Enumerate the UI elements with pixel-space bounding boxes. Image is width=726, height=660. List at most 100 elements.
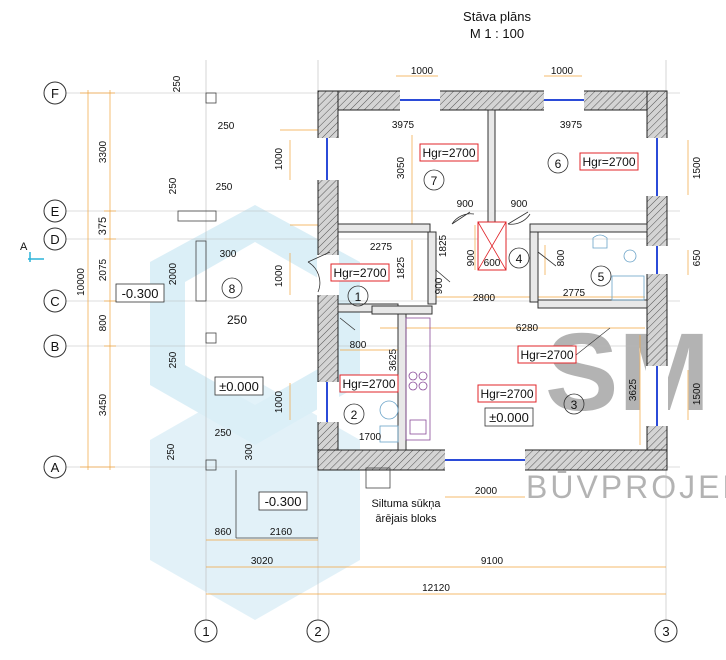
- dim-ext-250-g: 250: [166, 443, 177, 460]
- heat-pump-line1: Siltuma sūkņa: [371, 498, 441, 510]
- kitchen-fixtures: [405, 317, 431, 441]
- dim-ext-250-b: 250: [218, 121, 235, 132]
- dim-door-900-c: 900: [466, 249, 477, 266]
- dim-3020: 3020: [251, 556, 274, 567]
- dim-room6-width: 3975: [560, 120, 583, 131]
- dim-hall-800: 800: [350, 340, 367, 351]
- room-number-6: 6: [555, 157, 562, 171]
- axis-label-f: F: [51, 86, 59, 101]
- terrace-outline: [177, 92, 391, 539]
- axis-c: C: [43, 289, 67, 313]
- dim-2775: 2775: [563, 288, 586, 299]
- level-outside-left: -0.300: [122, 286, 159, 301]
- dimension-lines: [80, 75, 689, 595]
- dim-ext-250-e: 250: [227, 313, 247, 327]
- height-room-3: Hgr=2700: [480, 387, 533, 401]
- room-number-5: 5: [598, 270, 605, 284]
- dim-2160: 2160: [270, 527, 293, 538]
- axis-label-2: 2: [314, 624, 321, 639]
- dim-650: 650: [692, 249, 703, 266]
- axis-1: 1: [194, 619, 218, 643]
- room-number-2: 2: [351, 408, 358, 422]
- axis-2: 2: [306, 619, 330, 643]
- dim-hall-1000: 1000: [274, 264, 285, 287]
- level-room-8: ±0.000: [219, 379, 259, 394]
- dim-ext-250-h: 250: [215, 428, 232, 439]
- dim-room7-window: 1000: [274, 147, 285, 170]
- dim-3625-a: 3625: [388, 348, 399, 371]
- plan-scale: M 1 : 100: [470, 26, 524, 41]
- dim-left-2075: 2075: [98, 258, 109, 281]
- axis-label-b: B: [51, 339, 60, 354]
- dim-1825-b: 1825: [438, 234, 449, 257]
- axis-a: A: [43, 455, 67, 479]
- height-room-1: Hgr=2700: [333, 266, 386, 280]
- dim-room7-height: 3050: [396, 156, 407, 179]
- watermark-letters: SM: [545, 311, 710, 434]
- dim-2275: 2275: [370, 242, 393, 253]
- windows: [317, 90, 668, 471]
- dim-room7-width: 3975: [392, 120, 415, 131]
- axis-label-3: 3: [662, 624, 669, 639]
- axis-label-c: C: [50, 294, 59, 309]
- dim-ext-250-c: 250: [168, 177, 179, 194]
- doors: [307, 211, 557, 331]
- dim-left-800: 800: [98, 314, 109, 331]
- axis-b: B: [43, 334, 67, 358]
- dim-bottom-window: 2000: [475, 486, 498, 497]
- level-outside-bottom: -0.300: [265, 494, 302, 509]
- heat-pump-line2: ārējais bloks: [375, 513, 437, 525]
- section-marker: A: [20, 241, 44, 262]
- dim-left-3300: 3300: [98, 140, 109, 163]
- height-labels: Hgr=2700 Hgr=2700 Hgr=2700 Hgr=2700 Hgr=…: [330, 143, 639, 403]
- height-room-2: Hgr=2700: [342, 377, 395, 391]
- dim-left-375: 375: [97, 217, 109, 235]
- level-room-3: ±0.000: [489, 410, 529, 425]
- height-room-6: Hgr=2700: [582, 155, 635, 169]
- axis-d: D: [43, 227, 67, 251]
- dim-2800: 2800: [473, 293, 496, 304]
- axis-label-1: 1: [202, 624, 209, 639]
- interior-walls: [337, 109, 648, 451]
- dim-6280: 6280: [516, 323, 539, 334]
- dim-ext-250-d: 250: [216, 182, 233, 193]
- dim-door-900-a: 900: [457, 199, 474, 210]
- dim-9100: 9100: [481, 556, 504, 567]
- axis-label-d: D: [50, 232, 59, 247]
- dim-room6-window: 1500: [692, 156, 703, 179]
- dim-1825-a: 1825: [396, 256, 407, 279]
- dim-860: 860: [215, 527, 232, 538]
- room-number-8: 8: [229, 282, 236, 296]
- height-room-3-callout: Hgr=2700: [520, 348, 573, 362]
- dim-ext-250-a: 250: [172, 75, 183, 92]
- room-number-4: 4: [516, 252, 523, 266]
- dim-room2-window: 1000: [274, 390, 285, 413]
- height-room-7: Hgr=2700: [422, 146, 475, 160]
- dim-room3-window: 1500: [692, 382, 703, 405]
- room-numbers: 7 6 4 5 1 8 2 3: [221, 152, 612, 425]
- dim-chimney-600: 600: [484, 258, 501, 269]
- dim-12120: 12120: [422, 583, 450, 594]
- room-number-1: 1: [355, 290, 362, 304]
- axis-markers: F E D C B A 1 2 3: [43, 81, 678, 643]
- dim-ext-300-b: 300: [244, 443, 255, 460]
- chimney: [477, 221, 507, 271]
- plan-title: Stāva plāns: [463, 9, 531, 24]
- dim-door-900-b: 900: [511, 199, 528, 210]
- axis-f: F: [43, 81, 67, 105]
- level-labels: -0.300 ±0.000 ±0.000 -0.300: [115, 283, 534, 511]
- dim-1700: 1700: [359, 432, 382, 443]
- dim-ext-2000: 2000: [168, 262, 179, 285]
- dim-bath-800: 800: [556, 249, 567, 266]
- dimension-texts: 10000 3300 375 2075 800 3450 1000 1000 3…: [76, 66, 703, 594]
- heat-pump-note: Siltuma sūkņa ārējais bloks: [371, 498, 441, 525]
- axis-label-e: E: [51, 204, 60, 219]
- watermark-text: BŪVPROJEK: [526, 469, 726, 505]
- dim-ext-250-f: 250: [168, 351, 179, 368]
- room-number-7: 7: [431, 174, 438, 188]
- dim-ext-300-a: 300: [220, 249, 237, 260]
- bath-fixtures: [379, 234, 645, 443]
- dim-top-window-2: 1000: [551, 66, 574, 77]
- dim-top-window-1: 1000: [411, 66, 434, 77]
